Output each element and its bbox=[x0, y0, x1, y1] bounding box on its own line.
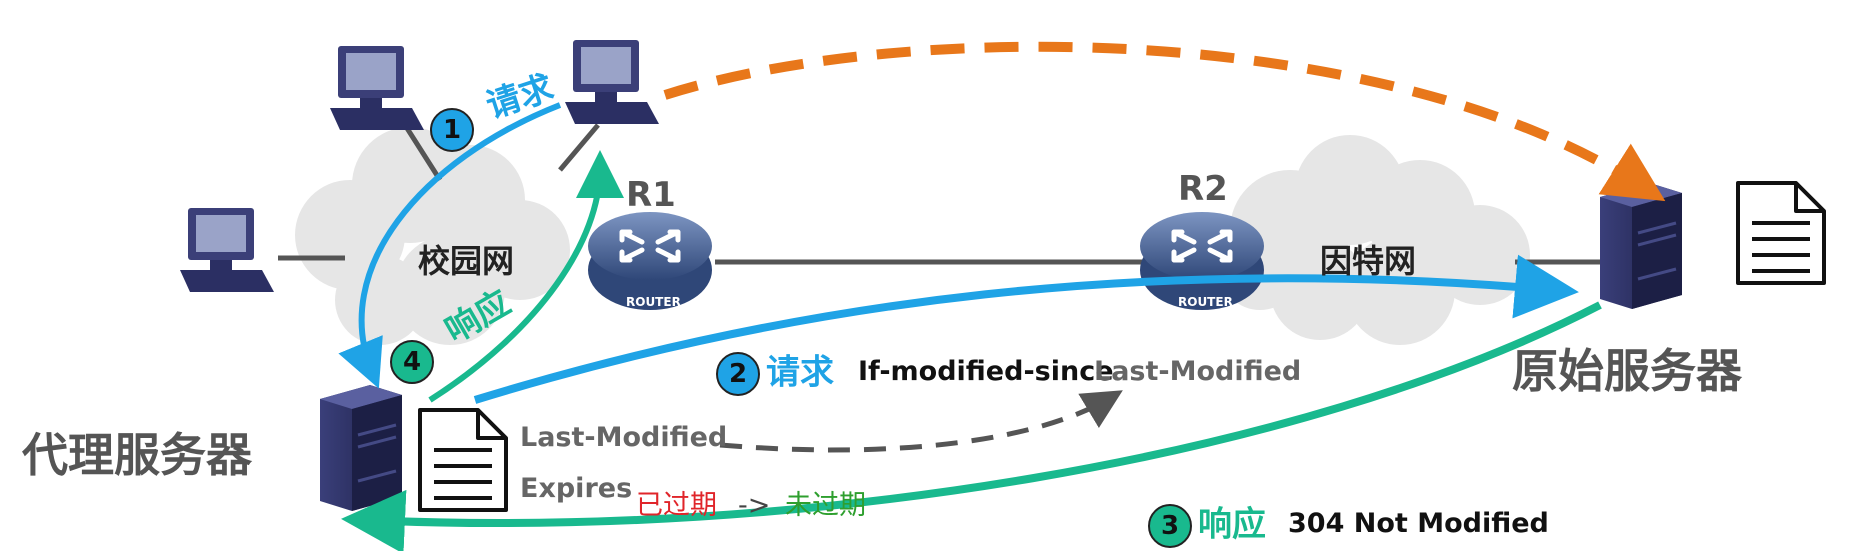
transition-arrow: -> bbox=[738, 490, 771, 521]
router-r2-text: ROUTER bbox=[1178, 295, 1233, 309]
request-arrow-2 bbox=[473, 254, 1579, 404]
origin-server-label: 原始服务器 bbox=[1512, 344, 1742, 398]
step-2-text: 请求 bbox=[766, 352, 834, 393]
internet-label: 因特网 bbox=[1320, 242, 1417, 280]
cache-last-modified: Last-Modified bbox=[520, 422, 728, 453]
computer-icon bbox=[565, 40, 659, 124]
internet-cloud-icon bbox=[1220, 135, 1530, 345]
origin-document-icon bbox=[1736, 181, 1826, 285]
origin-server-icon bbox=[1598, 181, 1684, 311]
cache-expires: Expires bbox=[520, 473, 633, 504]
revalidate-dashed-arrow bbox=[719, 390, 1123, 453]
response-arrow-4 bbox=[428, 150, 624, 403]
expired-label: 已过期 bbox=[636, 490, 717, 521]
step-1-number: 1 bbox=[430, 108, 474, 152]
step-4-number: 4 bbox=[390, 340, 434, 384]
step-3-number: 3 bbox=[1148, 504, 1192, 548]
step-1-label: 1 bbox=[430, 108, 480, 152]
orange-dashed-arrow bbox=[663, 41, 1666, 202]
response-arrow-3 bbox=[341, 301, 1602, 551]
not-expired-label: 未过期 bbox=[785, 490, 866, 521]
last-modified-value: Last-Modified bbox=[1094, 356, 1302, 387]
router-r1-label: R1 bbox=[626, 175, 676, 215]
proxy-server-icon bbox=[318, 383, 404, 513]
campus-cloud-icon bbox=[295, 127, 570, 345]
if-modified-since-header: If-modified-since bbox=[858, 356, 1114, 387]
router-r1-text: ROUTER bbox=[626, 295, 681, 309]
computer-icon bbox=[180, 208, 274, 292]
not-modified-status: 304 Not Modified bbox=[1288, 508, 1549, 539]
campus-network-label: 校园网 bbox=[418, 242, 515, 280]
step-4-label: 4 bbox=[390, 340, 440, 384]
cached-document-icon bbox=[418, 408, 508, 512]
router-r2-label: R2 bbox=[1178, 169, 1228, 209]
request-arrow-1 bbox=[338, 102, 562, 389]
step-3-text: 响应 bbox=[1198, 504, 1266, 545]
computer-icon bbox=[330, 46, 424, 130]
proxy-server-label: 代理服务器 bbox=[22, 428, 252, 482]
step-2-number: 2 bbox=[716, 352, 760, 396]
